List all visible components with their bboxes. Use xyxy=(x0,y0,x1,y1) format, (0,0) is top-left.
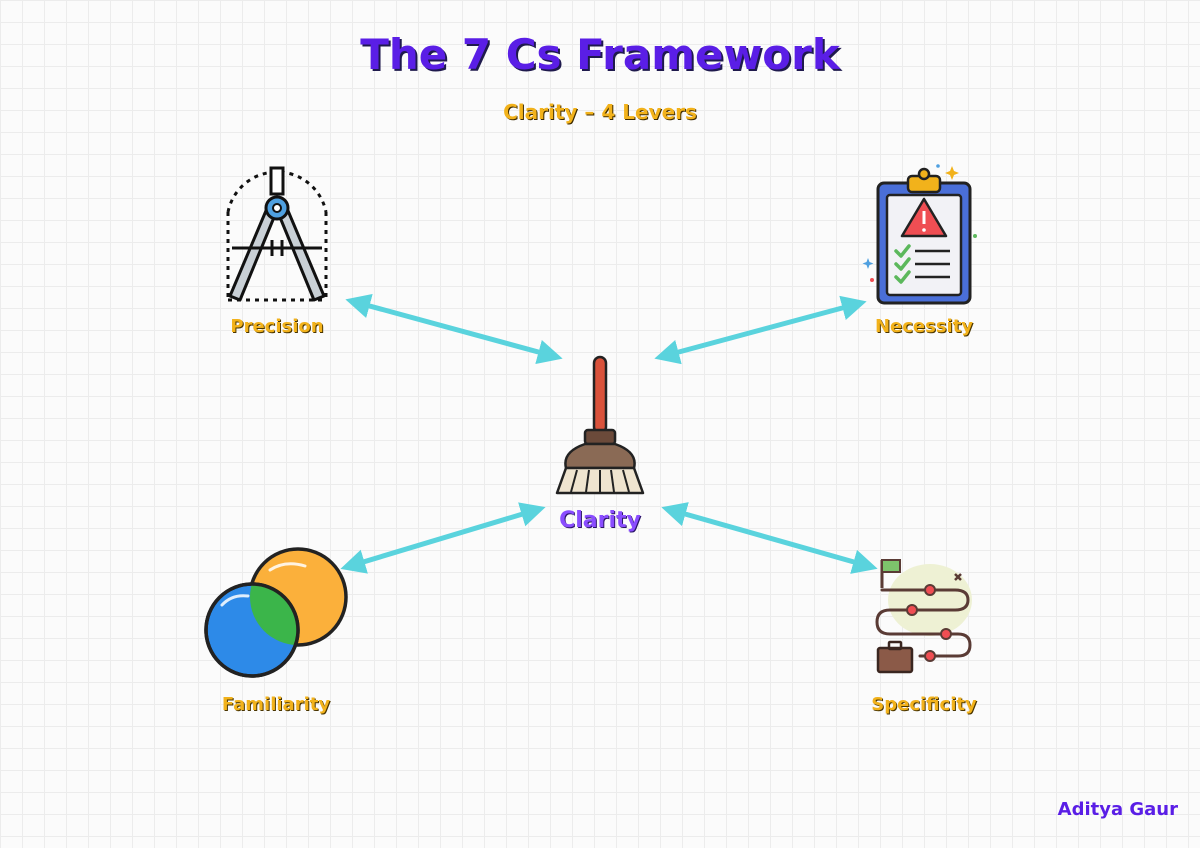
compass-icon xyxy=(226,166,328,302)
diagram-title: The 7 Cs Framework xyxy=(360,30,840,79)
lever-label-familiarity: Familiarity xyxy=(221,694,331,715)
lever-label-precision: Precision xyxy=(230,316,324,337)
arrow-necessity xyxy=(654,295,867,365)
roadmap-icon xyxy=(875,559,972,674)
diagram-subtitle: Clarity – 4 Levers xyxy=(503,100,697,124)
lever-label-specificity: Specificity xyxy=(871,694,977,715)
arrow-specificity xyxy=(661,502,878,574)
arrow-familiarity xyxy=(340,502,546,574)
connector-arrows xyxy=(340,293,878,574)
center-label-clarity: Clarity xyxy=(559,508,641,533)
author-credit: Aditya Gaur xyxy=(1057,799,1178,820)
venn-circles-icon xyxy=(204,547,348,678)
clipboard-warning-icon xyxy=(862,164,977,305)
lever-label-necessity: Necessity xyxy=(874,316,974,337)
arrow-precision xyxy=(345,293,563,365)
broom-icon xyxy=(555,355,645,495)
